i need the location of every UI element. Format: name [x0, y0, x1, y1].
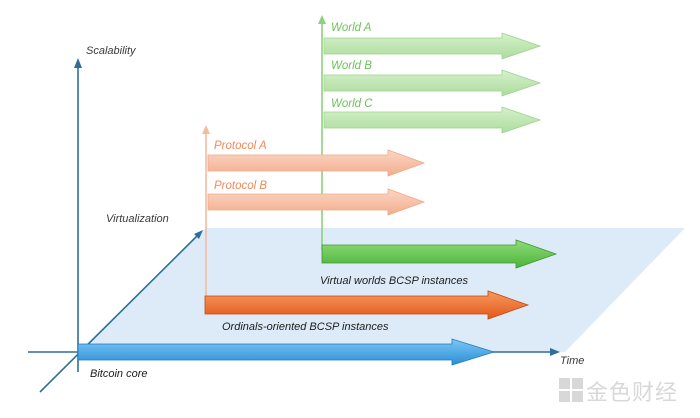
- virtualization-axis-arrowhead: [194, 230, 203, 239]
- world-b-arrow: [323, 69, 542, 97]
- protocol-b-arrow: [207, 188, 426, 216]
- protocol-a-arrow: [207, 149, 426, 177]
- virtual-worlds-arrow: [321, 239, 558, 269]
- protocol-guide-arrowhead: [202, 125, 210, 134]
- world-a-arrow: [323, 32, 542, 60]
- virtualization-axis: [39, 232, 201, 393]
- virtual-worlds-label: Virtual worlds BCSP instances: [320, 275, 468, 287]
- bitcoin-core-arrow: [77, 338, 496, 366]
- ordinals-label: Ordinals-oriented BCSP instances: [222, 321, 389, 333]
- bitcoin-core-label: Bitcoin core: [90, 368, 147, 380]
- scalability-axis-arrowhead: [74, 58, 82, 68]
- virtualization-axis-label: Virtualization: [106, 213, 169, 225]
- protocol-b-label: Protocol B: [214, 180, 267, 192]
- world-c-arrow: [323, 106, 542, 134]
- ordinals-arrow: [204, 290, 530, 320]
- golden-finance-logo-icon: [559, 378, 583, 402]
- watermark-text: 金色财经: [586, 381, 679, 406]
- watermark: 金色财经: [558, 372, 698, 412]
- world-b-label: World B: [331, 60, 372, 72]
- scalability-axis-label: Scalability: [86, 45, 137, 57]
- time-axis-label: Time: [560, 355, 584, 367]
- world-c-label: World C: [331, 98, 373, 110]
- world-a-label: World A: [331, 22, 372, 34]
- time-axis-arrowhead: [550, 348, 560, 356]
- world-guide-arrowhead: [318, 15, 326, 24]
- protocol-a-label: Protocol A: [214, 140, 267, 152]
